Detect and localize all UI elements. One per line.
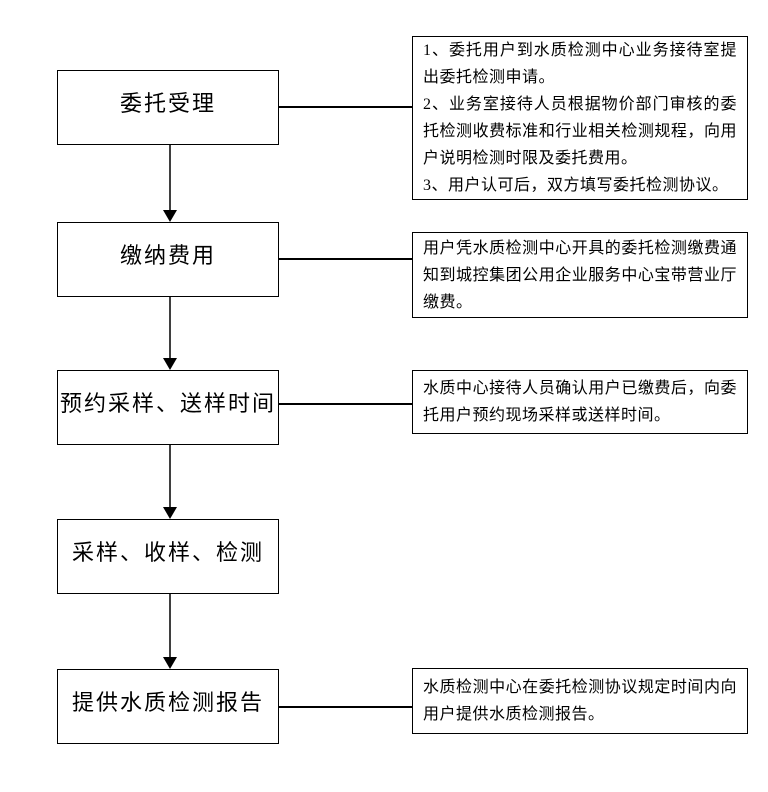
arrow-head-icon <box>163 210 177 222</box>
step-schedule-sampling-time: 预约采样、送样时间 <box>57 370 279 445</box>
note-appointment-details: 水质中心接待人员确认用户已缴费后，向委托用户预约现场采样或送样时间。 <box>412 370 748 434</box>
arrow-head-icon <box>163 657 177 669</box>
step-schedule-sampling-time-label: 预约采样、送样时间 <box>59 390 276 416</box>
note-report-details: 水质检测中心在委托检测协议规定时间内向用户提供水质检测报告。 <box>412 668 748 734</box>
connector-step1-note1 <box>278 106 412 108</box>
arrow-head-icon <box>163 507 177 519</box>
connector-step5-note4 <box>278 706 412 708</box>
arrow-shaft <box>169 145 171 211</box>
arrow-shaft <box>169 297 171 359</box>
step-pay-fees-label: 缴纳费用 <box>119 242 216 268</box>
note-commission-details: 1、委托用户到水质检测中心业务接待室提出委托检测申请。 2、业务室接待人员根据物… <box>412 36 748 200</box>
note-report-details-text: 水质检测中心在委托检测协议规定时间内向用户提供水质检测报告。 <box>423 679 737 723</box>
step-commission-acceptance-label: 委托受理 <box>119 90 216 116</box>
step-commission-acceptance: 委托受理 <box>57 70 279 145</box>
note-appointment-details-text: 水质中心接待人员确认用户已缴费后，向委托用户预约现场采样或送样时间。 <box>423 380 737 424</box>
step-sampling-receiving-testing-label: 采样、收样、检测 <box>71 539 264 565</box>
step-provide-report-label: 提供水质检测报告 <box>71 689 264 715</box>
arrow-shaft <box>169 594 171 658</box>
arrow-head-icon <box>163 358 177 370</box>
connector-step2-note2 <box>278 258 412 260</box>
note-payment-details: 用户凭水质检测中心开具的委托检测缴费通知到城控集团公用企业服务中心宝带营业厅缴费… <box>412 232 748 318</box>
step-pay-fees: 缴纳费用 <box>57 222 279 297</box>
connector-step3-note3 <box>278 403 412 405</box>
arrow-shaft <box>169 445 171 508</box>
note-commission-details-text: 1、委托用户到水质检测中心业务接待室提出委托检测申请。 2、业务室接待人员根据物… <box>423 42 737 194</box>
step-sampling-receiving-testing: 采样、收样、检测 <box>57 519 279 594</box>
step-provide-report: 提供水质检测报告 <box>57 669 279 744</box>
note-payment-details-text: 用户凭水质检测中心开具的委托检测缴费通知到城控集团公用企业服务中心宝带营业厅缴费… <box>423 239 737 311</box>
